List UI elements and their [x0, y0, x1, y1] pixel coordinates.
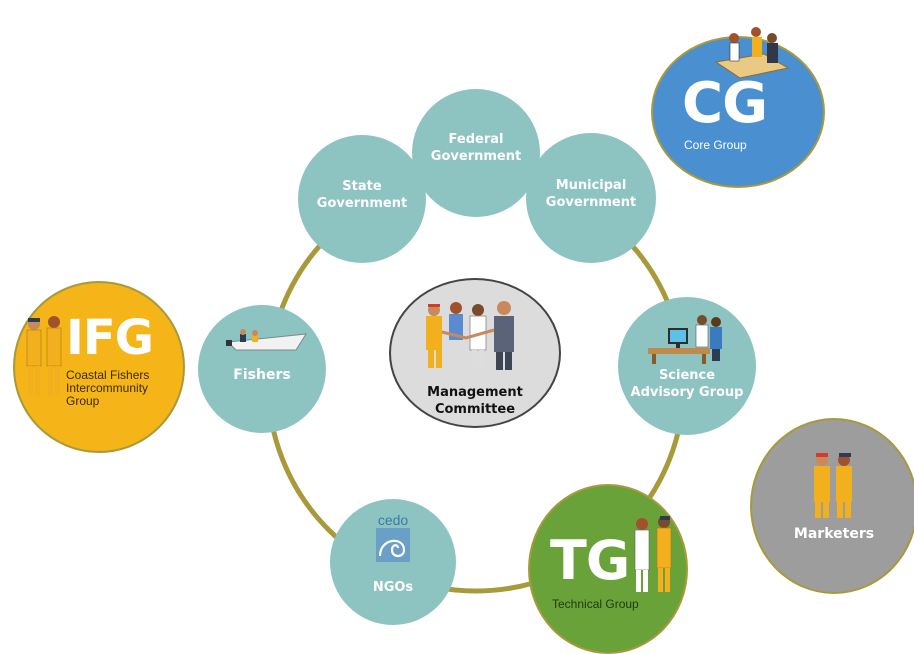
ifg-line2: Intercommunity — [66, 381, 149, 395]
marketers-icon — [814, 453, 852, 518]
federal-line2: Government — [430, 149, 522, 164]
state-line1: State — [342, 179, 382, 194]
people-meeting-icon — [714, 27, 790, 79]
ifg-group-abbr: IFG — [66, 310, 154, 366]
science-line2: Advisory Group — [630, 385, 744, 400]
municipal-line2: Government — [545, 195, 637, 210]
core-group-name: Core Group — [684, 138, 747, 152]
ngos-label: NGOs — [372, 580, 414, 595]
marketers-circle: Marketers — [750, 418, 914, 594]
federal-line1: Federal — [448, 132, 504, 147]
fishers-label: Fishers — [233, 367, 291, 383]
core-group-abbr: CG — [682, 71, 768, 136]
science-advisory-node: Science Advisory Group — [618, 297, 756, 435]
federal-government-node: Federal Government — [412, 89, 540, 217]
science-line1: Science — [658, 368, 716, 383]
marketers-label: Marketers — [793, 526, 875, 542]
fishers-pair-icon — [26, 316, 62, 396]
management-line1: Management — [427, 385, 523, 400]
ifg-line3: Group — [66, 394, 100, 408]
municipal-government-node: Municipal Government — [526, 133, 656, 263]
cedo-logo-text: cedo — [377, 512, 409, 528]
ifg-group-circle — [13, 281, 185, 453]
boat-icon — [226, 329, 307, 351]
state-line2: Government — [316, 196, 408, 211]
cedo-wave-icon — [376, 528, 410, 562]
state-government-node: State Government — [298, 135, 426, 263]
scientist-computer-icon — [648, 315, 722, 364]
municipal-line1: Municipal — [555, 178, 627, 193]
ngos-node: NGOs — [330, 499, 456, 625]
cedo-logo-icon: cedo — [374, 512, 412, 564]
ifg-group-name: Coastal Fishers Intercommunity Group — [66, 369, 149, 408]
ifg-line1: Coastal Fishers — [66, 368, 150, 382]
management-line2: Committee — [434, 402, 516, 417]
handshake-icon — [426, 301, 514, 370]
technical-group-name: Technical Group — [552, 597, 639, 611]
fishers-node: Fishers — [198, 305, 326, 433]
technical-group-abbr: TG — [550, 529, 630, 592]
technicians-icon — [634, 516, 672, 592]
